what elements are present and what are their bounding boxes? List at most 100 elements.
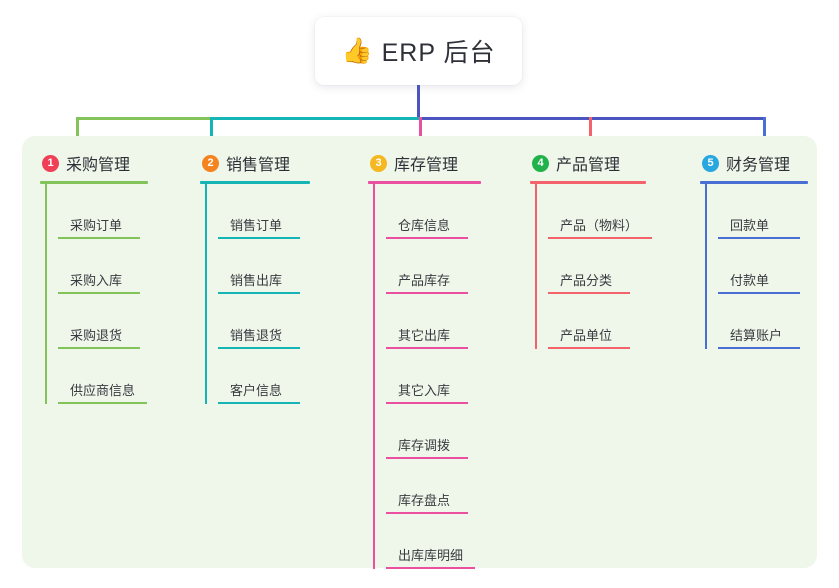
leaf-item[interactable]: 客户信息 <box>218 349 310 404</box>
leaf-rule <box>58 402 147 404</box>
column-header-2[interactable]: 2 销售管理 <box>200 148 310 178</box>
column-title: 采购管理 <box>66 157 131 174</box>
leaf-item[interactable]: 出库库明细 <box>386 514 481 569</box>
root-title: ERP 后台 <box>381 39 496 67</box>
leaf-label: 付款单 <box>730 273 770 288</box>
leaf-item[interactable]: 供应商信息 <box>58 349 148 404</box>
column-4: 4 产品管理产品（物料） 产品分类产品单位 <box>530 148 652 349</box>
leaf-item[interactable]: 采购退货 <box>58 294 148 349</box>
column-header-1[interactable]: 1 采购管理 <box>40 148 148 178</box>
thumbs-up-icon: 👍 <box>341 36 373 65</box>
leaf-label: 库存盘点 <box>398 493 451 508</box>
column-badge-icon: 2 <box>202 154 219 172</box>
column-badge-icon: 4 <box>532 154 549 172</box>
leaf-label: 其它入库 <box>398 383 451 398</box>
leaf-item[interactable]: 销售出库 <box>218 239 310 294</box>
leaf-label: 销售退货 <box>230 328 283 343</box>
leaf-rule <box>386 512 468 514</box>
leaf-label: 产品库存 <box>398 273 451 288</box>
leaf-label: 销售订单 <box>230 218 283 233</box>
leaf-rule <box>548 237 652 239</box>
leaf-label: 产品单位 <box>560 328 613 343</box>
drop-col-3 <box>419 117 422 146</box>
branch-spine <box>535 184 537 349</box>
leaf-item[interactable]: 产品（物料） <box>548 184 652 239</box>
leaf-rule <box>218 292 300 294</box>
leaf-item[interactable]: 结算账户 <box>718 294 808 349</box>
leaf-rule <box>718 237 800 239</box>
leaf-rule <box>386 567 475 569</box>
leaf-rule <box>386 402 468 404</box>
column-header-4[interactable]: 4 产品管理 <box>530 148 646 178</box>
leaf-item[interactable]: 库存调拨 <box>386 404 481 459</box>
leaf-rule <box>218 347 300 349</box>
leaf-label: 回款单 <box>730 218 770 233</box>
leaf-item[interactable]: 付款单 <box>718 239 808 294</box>
column-header-3[interactable]: 3 库存管理 <box>368 148 481 178</box>
column-header-rule <box>40 181 148 184</box>
leaf-item[interactable]: 其它出库 <box>386 294 481 349</box>
leaf-rule <box>386 347 468 349</box>
bus-green <box>76 117 210 120</box>
branch-spine <box>45 184 47 404</box>
leaf-rule <box>58 347 140 349</box>
root-stem-connector <box>417 85 420 120</box>
column-header-rule <box>200 181 310 184</box>
leaf-label: 其它出库 <box>398 328 451 343</box>
leaf-label: 客户信息 <box>230 383 283 398</box>
leaf-rule <box>386 292 468 294</box>
leaf-label: 采购退货 <box>70 328 123 343</box>
column-title: 财务管理 <box>726 157 791 174</box>
branch-spine <box>705 184 707 349</box>
leaf-label: 产品分类 <box>560 273 613 288</box>
column-branch: 回款单付款单结算账户 <box>700 184 808 349</box>
column-branch: 仓库信息产品库存其它出库其它入库库存调拨库存盘点出库库明细 <box>368 184 481 569</box>
leaf-item[interactable]: 仓库信息 <box>386 184 481 239</box>
leaf-item[interactable]: 销售退货 <box>218 294 310 349</box>
column-title: 库存管理 <box>394 157 459 174</box>
leaf-item[interactable]: 产品库存 <box>386 239 481 294</box>
leaf-item[interactable]: 产品分类 <box>548 239 646 294</box>
leaf-label: 库存调拨 <box>398 438 451 453</box>
drop-col-5 <box>763 117 766 146</box>
leaf-item[interactable]: 采购订单 <box>58 184 148 239</box>
column-badge-icon: 1 <box>42 154 59 172</box>
leaf-item[interactable]: 产品单位 <box>548 294 646 349</box>
leaf-rule <box>58 292 140 294</box>
column-title: 销售管理 <box>226 157 291 174</box>
root-node[interactable]: 👍 ERP 后台 <box>315 17 522 85</box>
column-branch: 销售订单销售出库销售退货客户信息 <box>200 184 310 404</box>
column-1: 1 采购管理采购订单采购入库采购退货供应商信息 <box>40 148 148 404</box>
leaf-rule <box>386 237 468 239</box>
leaf-label: 产品（物料） <box>560 218 639 233</box>
leaf-item[interactable]: 采购入库 <box>58 239 148 294</box>
leaf-label: 采购入库 <box>70 273 123 288</box>
leaf-rule <box>718 347 800 349</box>
leaf-item[interactable]: 销售订单 <box>218 184 310 239</box>
leaf-rule <box>58 237 140 239</box>
leaf-rule <box>548 292 630 294</box>
leaf-label: 供应商信息 <box>70 383 136 398</box>
bus-blue <box>419 117 765 120</box>
column-title: 产品管理 <box>556 157 621 174</box>
leaf-item[interactable]: 库存盘点 <box>386 459 481 514</box>
leaf-item[interactable]: 回款单 <box>718 184 808 239</box>
leaf-rule <box>218 237 300 239</box>
column-branch: 产品（物料） 产品分类产品单位 <box>530 184 652 349</box>
drop-col-4 <box>589 117 592 146</box>
column-header-rule <box>700 181 808 184</box>
column-branch: 采购订单采购入库采购退货供应商信息 <box>40 184 148 404</box>
column-badge-icon: 3 <box>370 154 387 172</box>
leaf-label: 结算账户 <box>730 328 783 343</box>
column-3: 3 库存管理仓库信息产品库存其它出库其它入库库存调拨库存盘点出库库明细 <box>368 148 481 569</box>
branch-spine <box>373 184 375 569</box>
column-2: 2 销售管理销售订单销售出库销售退货客户信息 <box>200 148 310 404</box>
column-header-rule <box>368 181 481 184</box>
branches-panel <box>22 136 817 568</box>
leaf-item[interactable]: 其它入库 <box>386 349 481 404</box>
leaf-label: 出库库明细 <box>398 548 464 563</box>
leaf-label: 销售出库 <box>230 273 283 288</box>
